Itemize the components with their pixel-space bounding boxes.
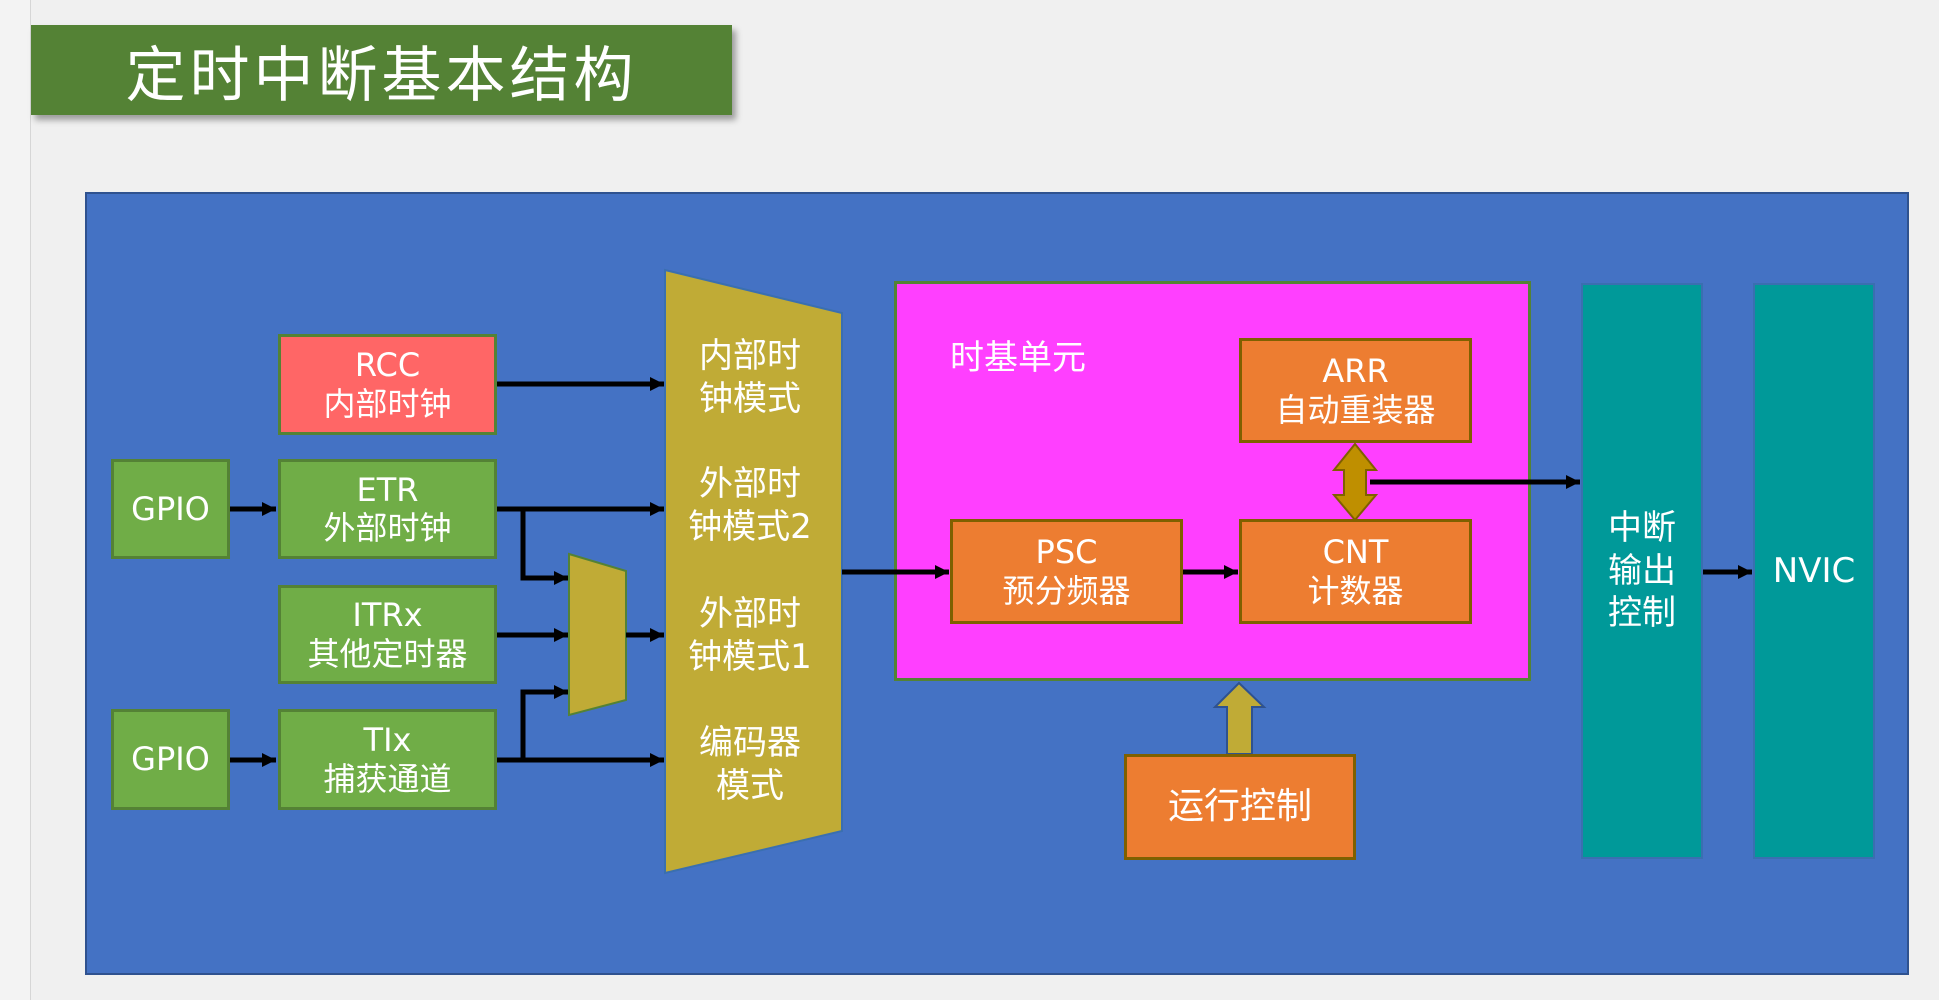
psc-block: PSC 预分频器 xyxy=(950,519,1183,624)
itrx-block: ITRx 其他定时器 xyxy=(278,585,497,684)
arr-title: ARR xyxy=(1322,352,1389,391)
clock-mode-line: 外部时 xyxy=(699,594,801,634)
clock-mode-line: 钟模式1 xyxy=(688,636,812,677)
time-base-label: 时基单元 xyxy=(950,338,1086,378)
etr-subtitle: 外部时钟 xyxy=(323,509,452,547)
title-bar: 定时中断基本结构 xyxy=(31,25,732,115)
cnt-title: CNT xyxy=(1322,533,1389,572)
gpio-block-2: GPIO xyxy=(111,709,230,810)
itrx-title: ITRx xyxy=(352,596,423,635)
clock-mode-external-2: 外部时 钟模式2 xyxy=(675,463,825,548)
cnt-subtitle: 计数器 xyxy=(1307,571,1404,610)
clock-mode-line: 模式 xyxy=(716,765,784,806)
clock-mode-line: 钟模式2 xyxy=(688,506,812,547)
interrupt-output-control-block: 中断 输出 控制 xyxy=(1581,283,1703,859)
clock-mode-internal: 内部时 钟模式 xyxy=(675,335,825,420)
gpio-label: GPIO xyxy=(131,740,210,779)
rcc-block: RCC 内部时钟 xyxy=(278,334,497,435)
etr-block: ETR 外部时钟 xyxy=(278,459,497,559)
interrupt-line: 中断 xyxy=(1608,508,1676,549)
cnt-block: CNT 计数器 xyxy=(1239,519,1472,624)
etr-title: ETR xyxy=(356,470,419,509)
arr-block: ARR 自动重装器 xyxy=(1239,338,1472,443)
clock-mode-line: 编码器 xyxy=(699,723,801,763)
rcc-subtitle: 内部时钟 xyxy=(323,384,452,423)
clock-mode-line: 内部时 xyxy=(699,336,801,376)
run-control-label: 运行控制 xyxy=(1167,786,1312,828)
gpio-label: GPIO xyxy=(131,489,210,528)
rcc-title: RCC xyxy=(354,346,421,385)
interrupt-line: 控制 xyxy=(1608,593,1676,634)
itrx-subtitle: 其他定时器 xyxy=(307,634,468,673)
page-title: 定时中断基本结构 xyxy=(125,40,638,111)
psc-title: PSC xyxy=(1035,533,1098,572)
clock-mode-external-1: 外部时 钟模式1 xyxy=(675,593,825,678)
nvic-label: NVIC xyxy=(1772,550,1856,591)
psc-subtitle: 预分频器 xyxy=(1002,571,1131,610)
interrupt-line: 输出 xyxy=(1608,550,1676,591)
clock-mode-line: 钟模式 xyxy=(699,378,801,419)
tix-subtitle: 捕获通道 xyxy=(323,759,452,798)
tix-title: TIx xyxy=(363,721,412,760)
gpio-block-1: GPIO xyxy=(111,459,230,559)
clock-mode-encoder: 编码器 模式 xyxy=(675,722,825,807)
arr-subtitle: 自动重装器 xyxy=(1275,390,1436,429)
tix-block: TIx 捕获通道 xyxy=(278,709,497,810)
clock-mode-line: 外部时 xyxy=(699,464,801,504)
page-edge xyxy=(0,0,31,1000)
run-control-block: 运行控制 xyxy=(1124,754,1356,860)
nvic-block: NVIC xyxy=(1753,283,1875,859)
